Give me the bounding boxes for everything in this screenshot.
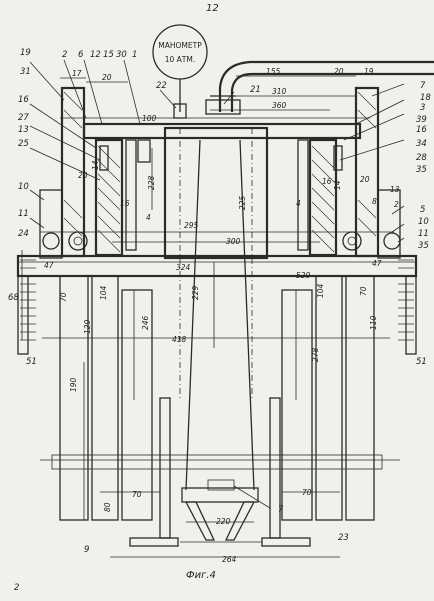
dimension-lines <box>18 75 416 558</box>
dim-47-right: 47 <box>372 259 382 268</box>
dim-104-left: 104 <box>99 285 108 300</box>
dim-70-right: 70 <box>359 286 368 296</box>
label-12: 12 <box>90 50 101 60</box>
label-39: 39 <box>416 115 427 125</box>
label-19: 19 <box>20 48 31 58</box>
dim-190: 190 <box>69 377 78 392</box>
base-plate <box>16 254 418 355</box>
dim-20-right: 20 <box>334 67 344 76</box>
dim-4-right: 4 <box>296 199 301 208</box>
dim-20-b: 20 <box>360 175 370 184</box>
dim-70-left: 70 <box>59 292 68 302</box>
dim-70-bottom-right: 70 <box>302 488 312 497</box>
dim-220: 220 <box>216 517 231 526</box>
label-34: 34 <box>416 139 427 149</box>
label-51-left: 51 <box>26 357 37 367</box>
label-9: 9 <box>84 545 89 555</box>
left-housing <box>39 86 151 259</box>
dim-360: 360 <box>272 101 287 110</box>
label-16-right: 16 <box>416 125 427 135</box>
right-housing <box>297 86 401 259</box>
label-27: 27 <box>18 113 29 123</box>
label-5-right: 5 <box>420 205 425 215</box>
label-11-left: 11 <box>18 209 29 219</box>
label-6: 6 <box>78 50 84 60</box>
label-3-right: 3 <box>420 103 425 113</box>
dim-20-a: 20 <box>78 171 88 180</box>
dim-4-left: 4 <box>146 213 151 222</box>
gauge-line2: 10 АТМ. <box>165 55 196 64</box>
dim-278: 278 <box>311 347 320 362</box>
dim-228: 228 <box>147 175 156 190</box>
dim-14-left: 14 <box>91 160 100 170</box>
label-18-right: 18 <box>420 93 431 103</box>
label-23: 23 <box>338 533 349 543</box>
dim-520: 520 <box>296 271 311 280</box>
label-35-bottom: 35 <box>418 241 429 251</box>
pressure-gauge: МАНОМЕТР 10 АТМ. <box>152 24 208 119</box>
dim-16-left: 16 <box>120 199 130 208</box>
dim-264: 264 <box>222 555 237 564</box>
page-number: 12 <box>206 3 219 14</box>
label-22: 22 <box>156 81 167 91</box>
columns <box>40 275 400 521</box>
label-10-right: 10 <box>418 217 429 227</box>
dim-80: 80 <box>103 502 112 512</box>
dim-295: 295 <box>184 221 199 230</box>
label-10-left: 10 <box>18 182 29 192</box>
figure-caption: Фиг.4 <box>186 570 216 581</box>
dim-13-right: 13 <box>390 185 400 194</box>
dim-110: 110 <box>369 315 378 330</box>
label-28: 28 <box>416 153 427 163</box>
label-35-right: 35 <box>416 165 427 175</box>
dim-229: 229 <box>191 285 200 300</box>
dim-20-left: 20 <box>102 73 112 82</box>
dim-16-right: 16 <box>322 177 332 186</box>
label-31: 31 <box>20 67 31 77</box>
gauge-line1: МАНОМЕТР <box>158 41 202 50</box>
label-7-bottom: 7 <box>278 505 284 515</box>
label-21: 21 <box>250 85 261 95</box>
dim-8: 8 <box>372 197 377 206</box>
supply-pipe <box>205 60 434 115</box>
label-51-right: 51 <box>416 357 427 367</box>
label-1: 1 <box>132 50 137 60</box>
dim-2-right: 2 <box>394 200 399 209</box>
dim-19-right: 19 <box>364 67 374 76</box>
dim-155: 155 <box>266 67 281 76</box>
label-7-right: 7 <box>420 81 426 91</box>
dim-104-right: 104 <box>316 283 325 298</box>
bottom-press <box>129 397 311 547</box>
dim-324: 324 <box>176 263 191 272</box>
dim-300: 300 <box>226 237 241 246</box>
label-2: 2 <box>62 50 67 60</box>
label-16-left: 16 <box>18 95 29 105</box>
dim-100: 100 <box>142 114 157 123</box>
label-25: 25 <box>18 139 29 149</box>
label-15: 15 <box>103 50 114 60</box>
label-24: 24 <box>18 229 29 239</box>
dim-225: 225 <box>238 195 247 210</box>
label-30: 30 <box>116 50 127 60</box>
leader-lines <box>29 59 405 509</box>
label-11-right: 11 <box>418 229 429 239</box>
dim-17: 17 <box>72 69 82 78</box>
dim-47-left: 47 <box>44 261 54 270</box>
dim-310: 310 <box>272 87 287 96</box>
part-labels: 19 31 2 6 12 15 30 1 16 27 13 25 10 11 2… <box>8 48 431 555</box>
dim-246: 246 <box>141 315 150 330</box>
dim-418: 418 <box>172 335 187 344</box>
dim-14-right: 14 <box>333 180 342 190</box>
label-68: 68 <box>8 293 19 303</box>
corner-mark: 2 <box>14 583 19 593</box>
dim-120: 120 <box>83 319 92 334</box>
dim-70-bottom-left: 70 <box>132 490 142 499</box>
central-cylinder <box>163 126 269 491</box>
label-13-left: 13 <box>18 125 29 135</box>
dimension-labels: 17 20 155 20 19 310 360 100 228 225 295 … <box>44 67 400 564</box>
